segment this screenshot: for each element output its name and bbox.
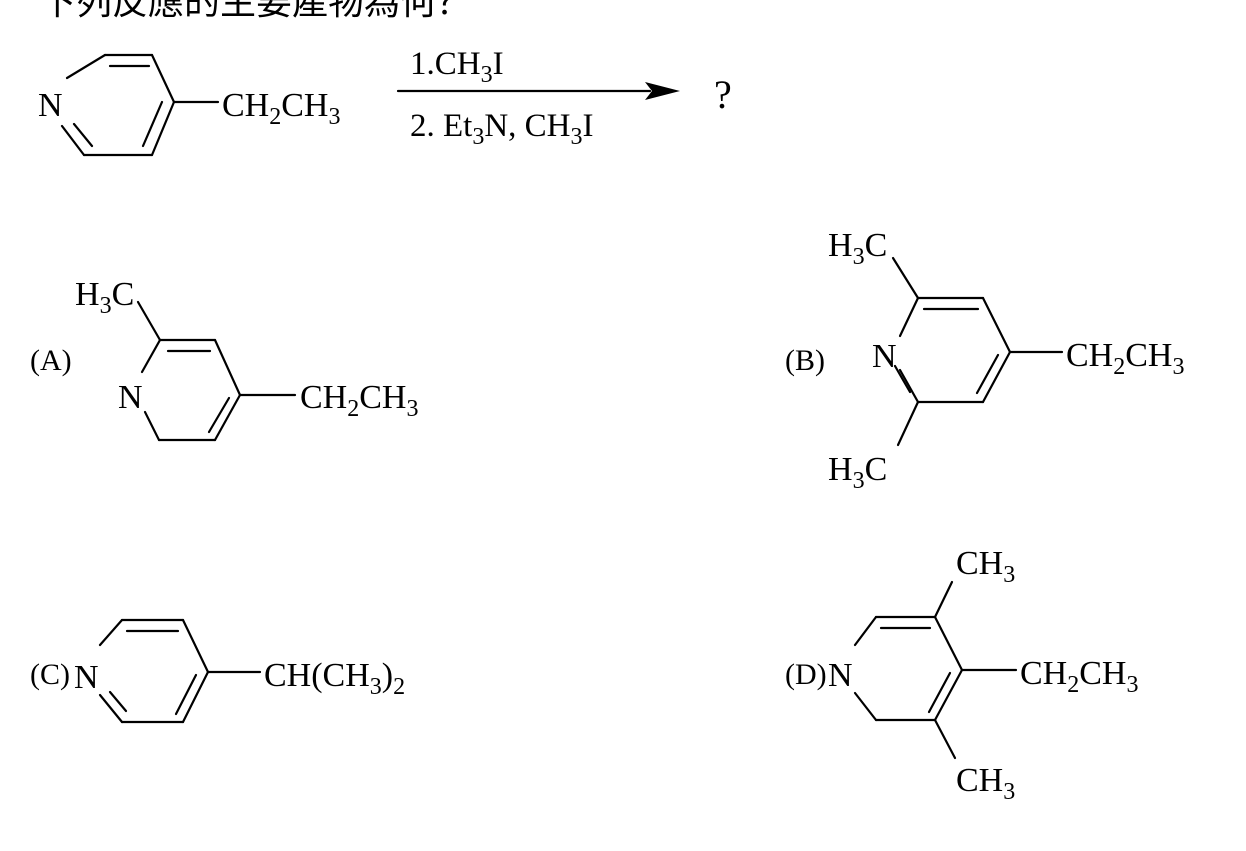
reactant-nitrogen-label: N [38,87,63,124]
option-c-label: (C) [30,658,70,691]
reaction-arrow [396,82,680,100]
option-a: (A) H3C N CH2CH3 [30,276,418,442]
option-d-methyl-bottom: CH3 [956,762,1015,805]
option-d-methyl-top: CH3 [956,545,1015,588]
reactant-structure: N CH2CH3 [38,53,340,157]
reagent-step-2: 2. Et3N, CH3I [410,108,594,150]
option-a-nitrogen-label: N [118,379,143,416]
option-a-ethyl-group: CH2CH3 [300,379,418,422]
question-text: 下列反應的主要產物為何？ [40,0,472,22]
option-b-methyl-top: H3C [828,227,887,270]
option-d: (D) CH3 N CH3 CH2CH3 [785,545,1138,805]
option-d-label: (D) [785,658,827,691]
product-question-mark: ? [714,72,732,117]
option-b-ethyl-group: CH2CH3 [1066,337,1184,380]
option-d-ring [853,580,1018,760]
option-a-methyl: H3C [75,276,134,319]
option-c: (C) N CH(CH3)2 [30,618,405,724]
reagent-step-1: 1.CH3I [410,46,504,88]
option-b-ring [891,256,1064,447]
option-c-ring [98,618,262,724]
option-b-methyl-bottom: H3C [828,451,887,494]
option-d-ethyl-group: CH2CH3 [1020,655,1138,698]
option-b-label: (B) [785,344,825,377]
option-a-label: (A) [30,344,72,377]
option-d-nitrogen-label: N [828,657,853,694]
option-c-isopropyl-group: CH(CH3)2 [264,657,405,700]
option-a-ring [136,300,297,442]
reactant-ring [60,53,220,157]
option-b: (B) H3C N H3C CH2CH3 [785,227,1184,494]
option-c-nitrogen-label: N [74,659,99,696]
reactant-ethyl-group: CH2CH3 [222,87,340,130]
option-b-nitrogen-label: N [872,338,897,375]
